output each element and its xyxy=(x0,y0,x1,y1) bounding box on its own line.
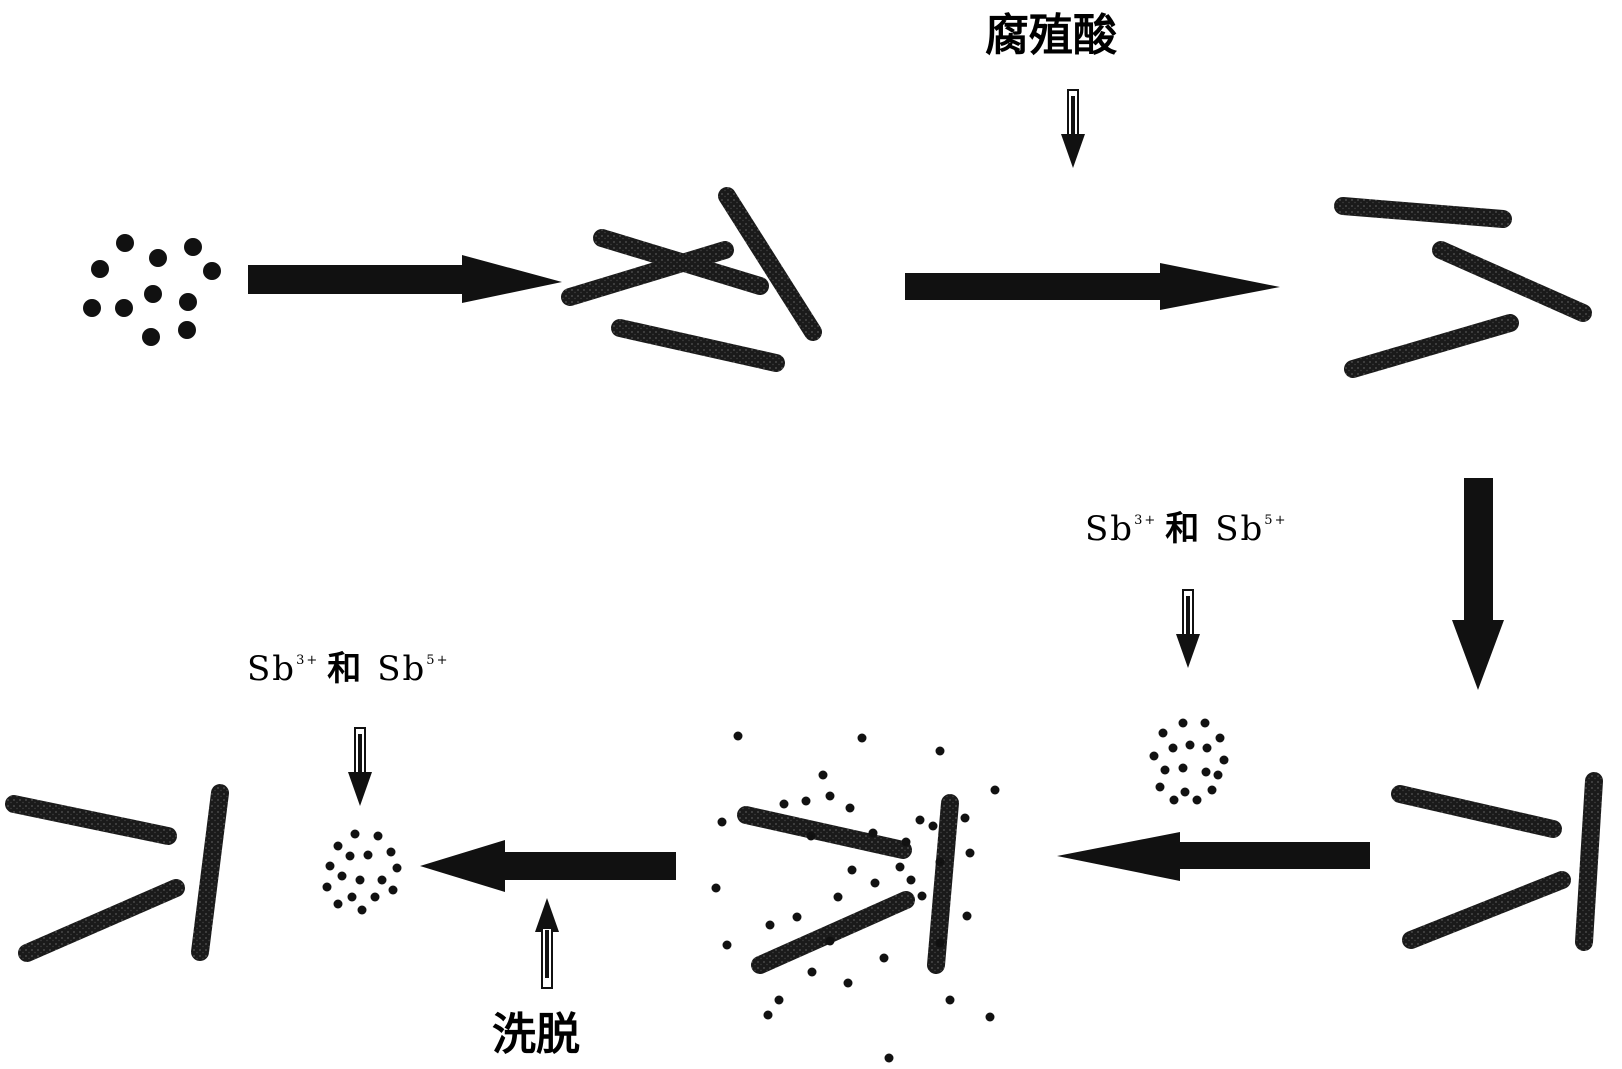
charge-b: 5+ xyxy=(1264,513,1288,528)
adsorbed-ions xyxy=(711,731,1000,1063)
conjunction: 和 xyxy=(327,649,364,689)
elution-label: 洗脱 xyxy=(492,1009,580,1060)
process-arrow-3 xyxy=(1452,478,1504,690)
humic-acid-label: 腐殖酸 xyxy=(985,10,1117,61)
charge-a: 3+ xyxy=(296,653,320,668)
ion-a: Sb xyxy=(1085,509,1135,549)
process-arrow-4 xyxy=(1057,832,1370,881)
ion-b: Sb xyxy=(377,649,427,689)
nanorod-group-2 xyxy=(1334,197,1592,378)
sb-ion-cluster-2 xyxy=(322,829,402,915)
nanorod-group-3 xyxy=(1391,772,1603,951)
humic-acid-arrow xyxy=(1060,89,1086,169)
ion-a: Sb xyxy=(247,649,297,689)
charge-a: 3+ xyxy=(1134,513,1158,528)
sb-ion-cluster-1 xyxy=(1149,718,1229,805)
sb-ions-arrow-2 xyxy=(347,727,373,807)
conjunction: 和 xyxy=(1165,509,1202,549)
process-arrow-2 xyxy=(905,263,1280,310)
charge-b: 5+ xyxy=(426,653,450,668)
elution-arrow xyxy=(534,897,560,989)
nanoparticle-cluster xyxy=(83,234,221,346)
process-arrow-1 xyxy=(248,255,562,303)
nanorod-group-5 xyxy=(5,784,229,962)
nanorod-group-1 xyxy=(561,187,822,372)
nanorod-group-4 xyxy=(737,794,959,974)
sb-ions-arrow-1 xyxy=(1175,589,1201,669)
ion-b: Sb xyxy=(1215,509,1265,549)
process-arrow-5 xyxy=(420,840,676,892)
